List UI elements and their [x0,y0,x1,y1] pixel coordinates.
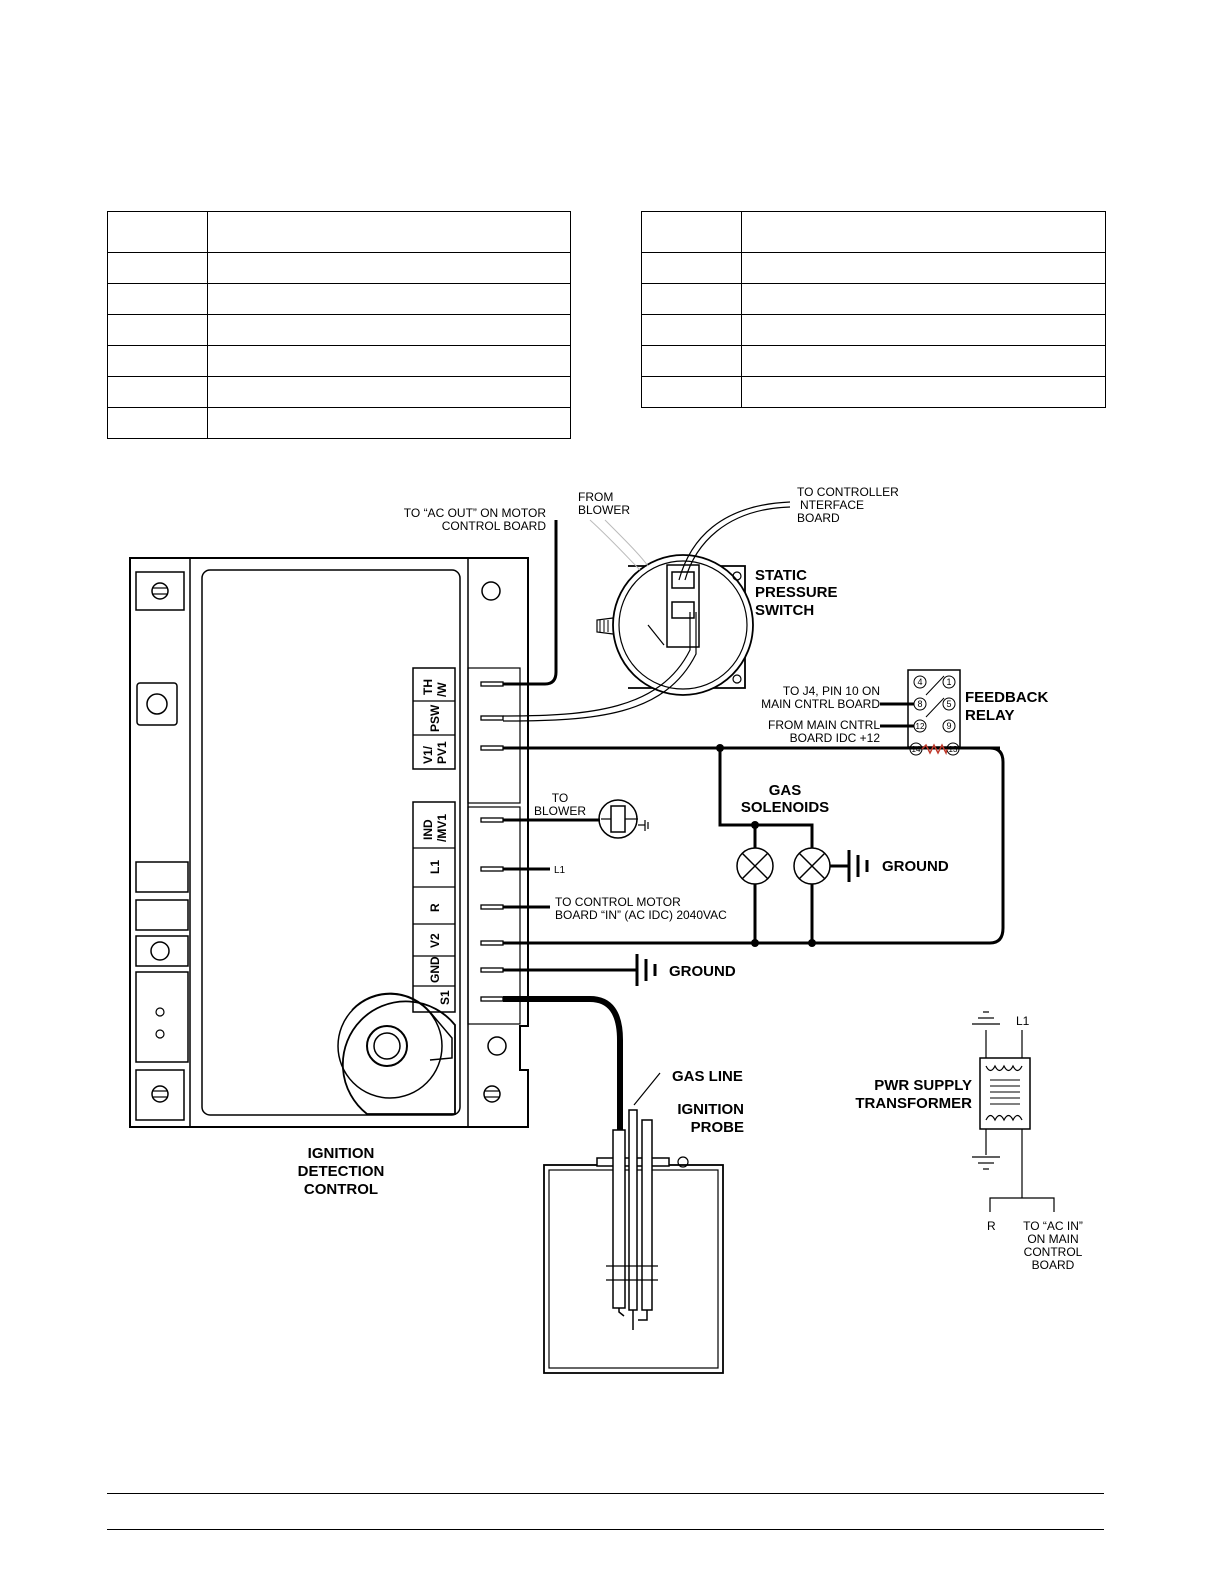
terminal-strip: TH /W PSW V1/ PV1 IND /MV1 L1 R V2 GND S… [412,667,521,1025]
label-transformer-r: R [987,1219,996,1233]
label-idc-1: IGNITION [308,1145,375,1162]
relay-pin-1: 1 [946,677,951,687]
terminal-v2: V2 [428,933,442,948]
label-gas-solenoids-1: GAS [769,782,802,799]
spec-table-left [107,211,571,439]
pressure-switch-tubes [502,501,791,722]
relay-pin-8: 8 [917,699,922,709]
label-l1-wire: L1 [554,865,566,876]
label-ignition-probe-2: PROBE [691,1119,744,1136]
label-to-controller-1: TO CONTROLLER [797,485,899,499]
label-idc-2: DETECTION [298,1163,385,1180]
label-to-j4-2: MAIN CNTRL BOARD [761,697,880,711]
label-gas-solenoids-2: SOLENOIDS [741,799,829,816]
board-wiring [503,520,1005,1130]
feedback-relay: 4 1 8 5 12 9 14 13 [880,669,961,756]
relay-pin-4: 4 [917,677,922,687]
label-ground-2: GROUND [669,963,736,980]
terminal-th-w-1: TH [421,679,435,695]
label-to-control-motor-1: TO CONTROL MOTOR [555,895,681,909]
terminal-l1: L1 [428,860,442,874]
terminal-th-w-2: /W [435,682,449,697]
label-transformer-l1: L1 [1016,1014,1030,1028]
ground-icon [635,954,657,986]
label-static-3: SWITCH [755,602,814,619]
footer-rule-top [107,1493,1104,1494]
terminal-ind-1: IND [421,819,435,840]
label-to-controller-2: NTERFACE [800,498,864,512]
label-idc-3: CONTROL [304,1181,378,1198]
relay-pin-9: 9 [946,721,951,731]
label-feedback-2: RELAY [965,707,1014,724]
spec-table-right [641,211,1106,408]
igniter-dial [337,992,456,1115]
label-pwr-supply-1: PWR SUPPLY [874,1077,972,1094]
terminal-psw: PSW [428,704,442,732]
static-pressure-switch [596,554,754,696]
terminal-v1-1: V1/ [421,745,435,764]
label-from-main-1: FROM MAIN CNTRL [768,718,880,732]
label-to-ac-in-3: CONTROL [1024,1245,1083,1259]
terminal-ind-2: /MV1 [435,814,449,842]
label-from-blower-2: BLOWER [578,503,630,517]
terminal-v1-2: PV1 [435,741,449,764]
label-ground-1: GROUND [882,858,949,875]
relay-pin-14: 14 [912,745,921,754]
label-from-main-2: BOARD IDC +12 [790,731,881,745]
relay-pin-5: 5 [946,699,951,709]
label-static-1: STATIC [755,567,807,584]
blower-motor-icon [598,799,649,839]
ground-icon [847,850,869,882]
relay-pin-13: 13 [949,745,958,754]
label-pwr-supply-2: TRANSFORMER [855,1095,972,1112]
label-to-ac-out-1: TO “AC OUT” ON MOTOR [404,506,547,520]
label-to-ac-out-2: CONTROL BOARD [442,519,547,533]
label-ignition-probe-1: IGNITION [677,1101,744,1118]
power-supply-transformer [972,1011,1055,1212]
label-from-blower-1: FROM [578,490,613,504]
label-feedback-1: FEEDBACK [965,689,1049,706]
label-gas-line: GAS LINE [672,1068,743,1085]
terminal-s1: S1 [438,990,452,1005]
terminal-gnd: GND [428,956,442,983]
label-to-blower-2: BLOWER [534,804,586,818]
label-to-j4-1: TO J4, PIN 10 ON [783,684,880,698]
label-to-ac-in-4: BOARD [1032,1258,1075,1272]
relay-pin-12: 12 [916,722,925,731]
footer-rule-bottom [107,1529,1104,1530]
label-to-ac-in-1: TO “AC IN” [1023,1219,1083,1233]
gas-solenoid-symbols [736,847,848,885]
label-to-controller-3: BOARD [797,511,840,525]
label-static-2: PRESSURE [755,584,838,601]
labels: TO “AC OUT” ON MOTOR CONTROL BOARD FROM … [298,485,1083,1272]
burner-assembly [543,1072,724,1374]
label-to-ac-in-2: ON MAIN [1027,1232,1078,1246]
label-to-blower-1: TO [552,791,568,805]
label-to-control-motor-2: BOARD “IN” (AC IDC) 2040VAC [555,908,727,922]
terminal-r: R [428,903,442,912]
